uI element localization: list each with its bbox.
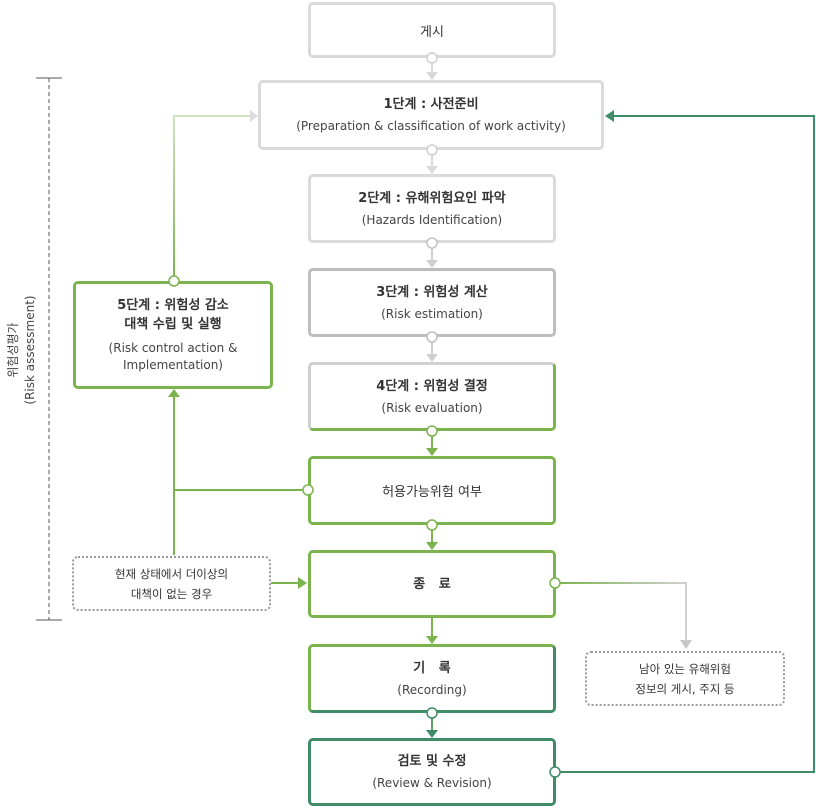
note-left-line2: 대책이 없는 경우	[130, 586, 213, 601]
step5-arrowhead	[168, 389, 180, 397]
step1-title: 1단계 : 사전준비	[383, 97, 479, 112]
step4-box: 4단계 : 위험성 결정 (Risk evaluation)	[308, 362, 556, 431]
residual-risk-note: 남아 있는 유해위험 정보의 게시, 주지 등	[585, 651, 785, 706]
step4-title: 4단계 : 위험성 결정	[376, 378, 488, 394]
step5-to-step1-line	[173, 115, 256, 280]
end-title: 종 료	[413, 576, 451, 592]
note-right-line1: 남아 있는 유해위험	[639, 661, 731, 676]
step2-box: 2단계 : 유해위험요인 파악 (Hazards Identification)	[308, 174, 556, 243]
step2-title: 2단계 : 유해위험요인 파악	[358, 190, 506, 206]
step1-box: 1단계 : 사전준비 (Preparation & classification…	[258, 80, 604, 150]
step5-subtitle-line1: (Risk control action &	[108, 341, 238, 355]
end-left-arrowhead	[298, 577, 307, 589]
step5-subtitle-line2: Implementation)	[123, 358, 223, 372]
end-to-note-line	[555, 582, 687, 644]
step1-subtitle: (Preparation & classification of work ac…	[296, 119, 566, 133]
review-loop-line	[555, 115, 815, 773]
record-box: 기 록 (Recording)	[308, 644, 556, 713]
step2-subtitle: (Hazards Identification)	[361, 212, 503, 227]
step1-left-arrowhead	[250, 110, 258, 122]
step5-box: 5단계 : 위험성 감소 대책 수립 및 실행 (Risk control ac…	[73, 281, 273, 389]
record-subtitle: (Recording)	[397, 682, 467, 697]
risk-assessment-bracket	[36, 77, 62, 621]
posting-title: 게시	[420, 24, 444, 40]
record-title: 기 록	[413, 660, 451, 676]
no-further-action-note: 현재 상태에서 더이상의 대책이 없는 경우	[72, 556, 271, 611]
right-note-arrowhead	[680, 640, 692, 649]
main-flow-arrowheads	[426, 72, 438, 738]
review-box: 검토 및 수정 (Review & Revision)	[308, 738, 556, 806]
step5-title-line2: 대책 수립 및 실행	[124, 317, 222, 332]
note-right-line2: 정보의 게시, 주지 등	[635, 681, 735, 696]
end-box: 종 료	[308, 550, 556, 618]
step3-box: 3단계 : 위험성 계산 (Risk estimation)	[308, 268, 556, 337]
risk-assessment-label-ko: 위험성평가	[6, 322, 20, 378]
feedback-to-step5	[173, 393, 308, 555]
acceptable-risk-title: 허용가능위험 여부	[382, 485, 482, 500]
note-left-line1: 현재 상태에서 더이상의	[114, 566, 229, 581]
step3-title: 3단계 : 위험성 계산	[376, 284, 488, 300]
posting-box: 게시	[308, 2, 556, 58]
step1-right-arrowhead	[605, 110, 614, 122]
acceptable-risk-box: 허용가능위험 여부	[308, 456, 556, 525]
step5-title-line1: 5단계 : 위험성 감소	[117, 298, 229, 313]
step3-subtitle: (Risk estimation)	[381, 306, 483, 321]
review-title: 검토 및 수정	[397, 754, 467, 769]
step4-subtitle: (Risk evaluation)	[381, 400, 483, 415]
risk-assessment-label-en: (Risk assessment)	[23, 295, 37, 405]
review-subtitle: (Review & Revision)	[372, 776, 492, 790]
